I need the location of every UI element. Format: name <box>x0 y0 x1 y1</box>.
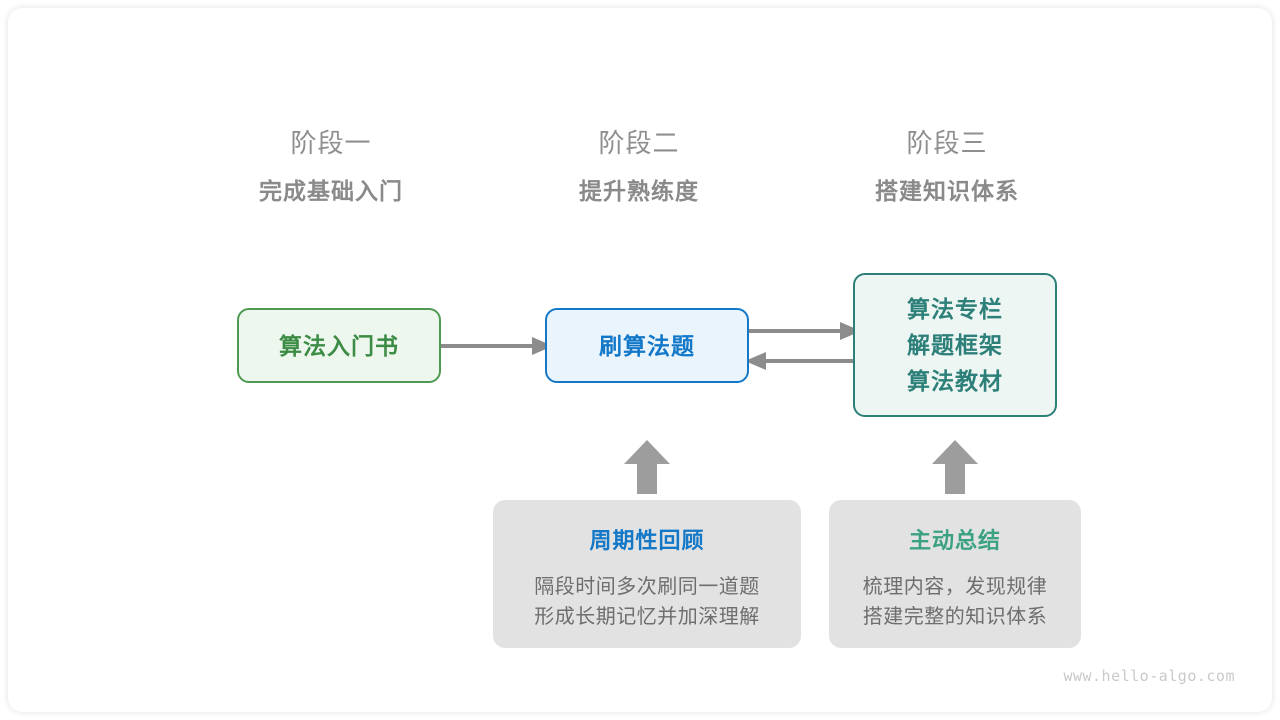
stage-label-2: 阶段二 <box>598 128 680 158</box>
diagram-card: 阶段一 完成基础入门 阶段二 提升熟练度 阶段三 搭建知识体系 <box>8 8 1272 712</box>
stage-title-3: 搭建知识体系 <box>875 178 1019 204</box>
connector-review-to-practice <box>624 440 670 494</box>
node-resources-line-2: 解题框架 <box>907 332 1003 358</box>
node-resources-line-3: 算法教材 <box>907 368 1003 394</box>
node-algorithm-intro-book[interactable]: 算法入门书 <box>237 308 441 383</box>
stage-label-3: 阶段三 <box>906 128 988 158</box>
stage-column-2: 阶段二 提升熟练度 <box>509 126 769 208</box>
support-card-review-body: 隔段时间多次刷同一道题 形成长期记忆并加深理解 <box>493 572 801 632</box>
node-learning-resources[interactable]: 算法专栏 解题框架 算法教材 <box>853 273 1057 417</box>
stage-column-1: 阶段一 完成基础入门 <box>201 126 461 208</box>
support-card-summary-title: 主动总结 <box>908 528 1001 553</box>
node-practice-line-1: 刷算法题 <box>599 332 695 359</box>
watermark-url: www.hello-algo.com <box>1063 667 1235 685</box>
stage-label-1: 阶段一 <box>290 128 372 158</box>
stage-title-2: 提升熟练度 <box>579 178 699 204</box>
support-card-review-body-line-2: 形成长期记忆并加深理解 <box>534 606 760 628</box>
connector-practice-to-resources <box>745 322 861 340</box>
node-practice-problems[interactable]: 刷算法题 <box>545 308 749 383</box>
support-card-summary-body-line-1: 梳理内容，发现规律 <box>862 576 1048 598</box>
support-card-periodic-review[interactable]: 周期性回顾 隔段时间多次刷同一道题 形成长期记忆并加深理解 <box>493 500 801 648</box>
stage-column-3: 阶段三 搭建知识体系 <box>817 126 1077 208</box>
node-resources-line-1: 算法专栏 <box>907 296 1003 322</box>
connector-book-to-practice <box>437 337 553 355</box>
stage-title-1: 完成基础入门 <box>259 178 403 204</box>
support-card-review-body-line-1: 隔段时间多次刷同一道题 <box>534 576 760 598</box>
node-book-line-1: 算法入门书 <box>279 332 399 359</box>
connector-resources-to-practice <box>745 352 861 370</box>
support-card-active-summary[interactable]: 主动总结 梳理内容，发现规律 搭建完整的知识体系 <box>829 500 1081 648</box>
support-card-review-title: 周期性回顾 <box>589 528 705 553</box>
support-card-summary-body: 梳理内容，发现规律 搭建完整的知识体系 <box>829 572 1081 632</box>
support-card-summary-body-line-2: 搭建完整的知识体系 <box>862 606 1048 628</box>
connector-summary-to-resources <box>932 440 978 494</box>
